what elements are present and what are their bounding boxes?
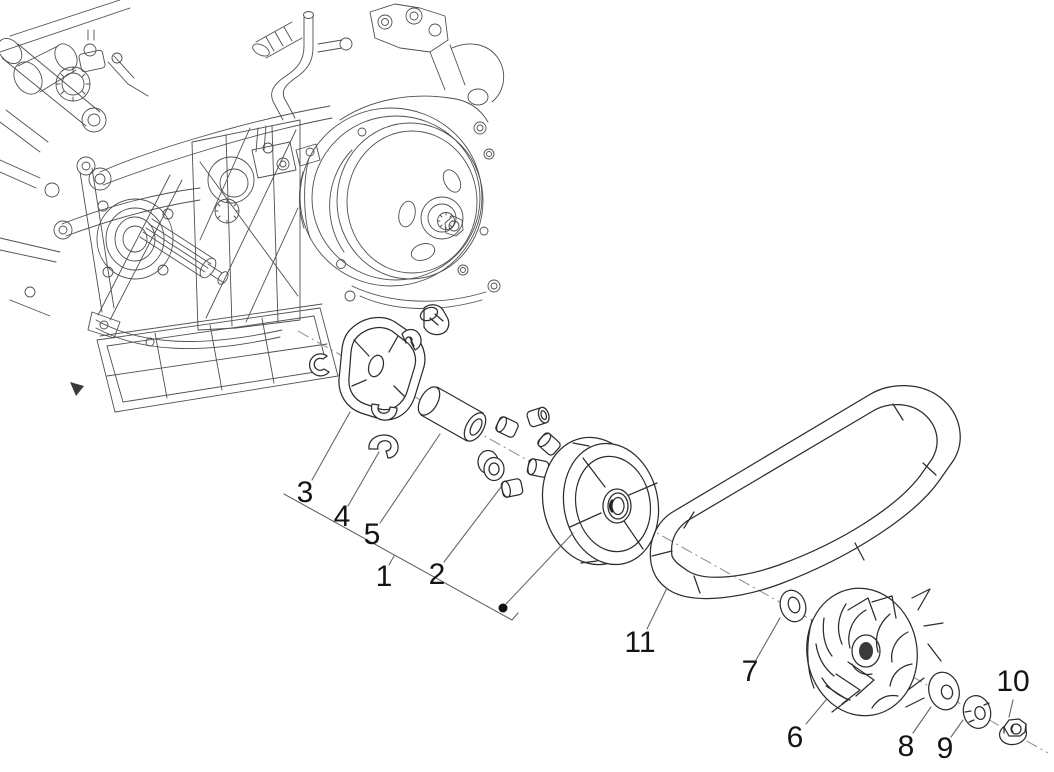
leader-line-11: [646, 587, 668, 630]
part-slider-shoe: [368, 434, 399, 459]
callout-7: 7: [742, 655, 759, 688]
callout-1: 1: [376, 560, 393, 593]
leader-line-8: [912, 706, 932, 734]
leader-line-4: [347, 451, 380, 507]
leader-line-7: [755, 617, 781, 661]
part-washer-flat: [928, 671, 960, 711]
leader-line-1-tick: [388, 555, 395, 566]
part-washer-cup: [962, 695, 992, 729]
callout-4: 4: [334, 500, 351, 533]
callout-10: 10: [996, 665, 1029, 698]
part-guide-clip: [308, 353, 330, 377]
callout-6: 6: [787, 721, 804, 754]
callout-8: 8: [898, 730, 915, 763]
leader-line-3: [311, 411, 351, 481]
callouts: 1 2 3 4 5 6 7 8 9 10 11: [297, 476, 1030, 765]
leader-lines: [283, 411, 1014, 738]
leader-line-9: [950, 719, 964, 738]
leader-line-1: [283, 493, 519, 621]
part-ramp-plate: [338, 316, 426, 421]
leader-line-6: [805, 699, 827, 725]
part-spacer-bushing: [417, 386, 487, 442]
callout-9: 9: [937, 732, 954, 765]
reference-dot-1: [498, 603, 508, 613]
leader-line-1-dot: [505, 532, 574, 605]
callout-2: 2: [429, 558, 446, 591]
part-rollers: [477, 406, 561, 498]
callout-5: 5: [364, 518, 381, 551]
part-drive-belt: [649, 385, 961, 600]
leader-line-5: [379, 433, 441, 524]
leader-line-2: [443, 486, 502, 563]
part-movable-half-pulley: [541, 436, 660, 566]
callout-3: 3: [297, 476, 314, 509]
leader-line-10: [1008, 699, 1014, 718]
part-flange-nut: [998, 718, 1028, 746]
engine-assembly-drawing: [0, 0, 505, 413]
part-fan-pulley-half: [806, 587, 944, 717]
part-slider-cap: [419, 304, 450, 336]
part-washer-small: [779, 589, 807, 623]
callout-11: 11: [624, 626, 655, 659]
